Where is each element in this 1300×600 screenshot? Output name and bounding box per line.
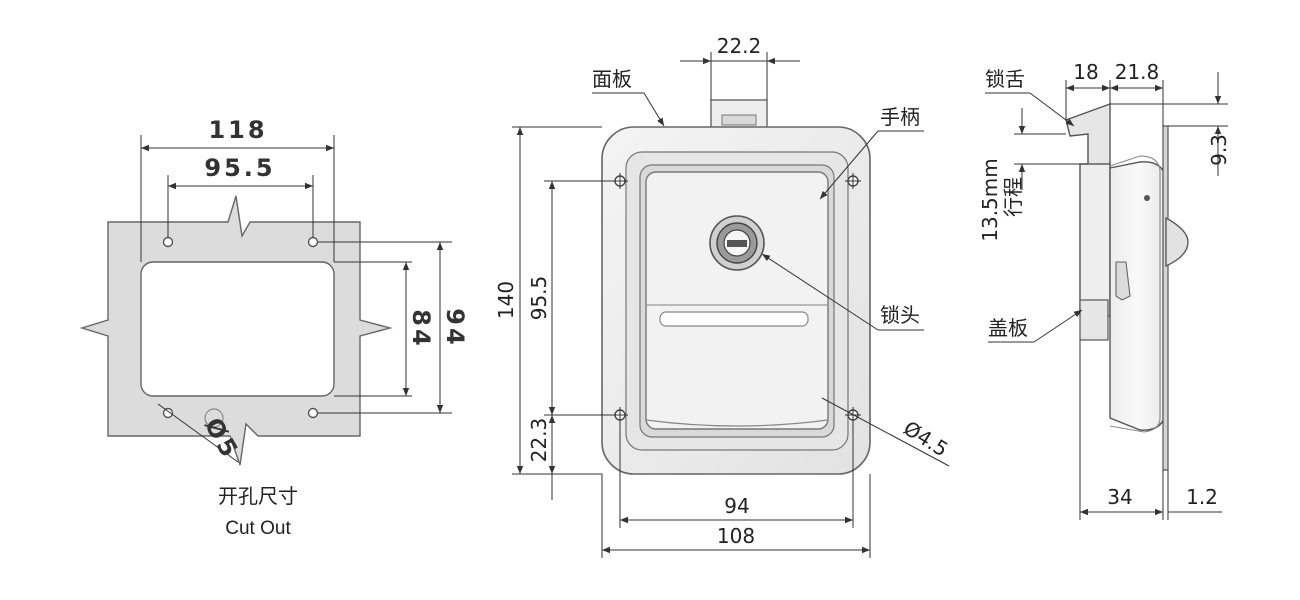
side-dim-21-8-label: 21.8	[1115, 60, 1160, 84]
side-cover-plate	[1079, 163, 1111, 317]
side-dim-9-3-label: 9.3	[1207, 134, 1231, 166]
front-dim-height-holes-label: 95.5	[527, 276, 551, 321]
front-label-handle: 手柄	[880, 105, 920, 129]
front-view: 22.2 面板 手柄 锁头 140 95.5 22.3 Ø4.5	[494, 34, 952, 558]
front-handle	[645, 171, 829, 430]
front-lock-cylinder	[709, 215, 765, 271]
front-dim-bottom-label: 22.3	[527, 418, 551, 463]
cutout-hole-tl	[162, 236, 174, 248]
cutout-hole-br	[307, 407, 319, 419]
side-dim-travel-label: 13.5mm	[978, 158, 1002, 242]
side-label-travel: 行程	[1001, 177, 1025, 217]
side-lock-cylinder	[1165, 216, 1189, 268]
cutout-hole-bl	[162, 407, 174, 419]
cutout-caption-cn: 开孔尺寸	[218, 484, 298, 508]
front-dim-hole-label: Ø4.5	[899, 416, 952, 462]
front-dim-top-label: 22.2	[717, 34, 762, 58]
side-dim-34-label: 34	[1107, 485, 1132, 509]
side-label-cover: 盖板	[988, 316, 1028, 340]
cutout-view: 118 95.5 94 84 Ø5 开孔尺寸 Cut Out	[79, 116, 469, 539]
front-dim-width-total-label: 108	[717, 524, 755, 548]
front-label-lock: 锁头	[880, 303, 920, 327]
cutout-width-outer-label: 118	[208, 116, 267, 144]
front-label-panel: 面板	[592, 67, 632, 91]
cutout-height-inner-label: 84	[407, 309, 435, 348]
side-label-latch: 锁舌	[985, 67, 1025, 91]
cutout-caption-en: Cut Out	[225, 518, 291, 539]
front-dim-width-holes-label: 94	[724, 494, 749, 518]
cutout-width-inner-label: 95.5	[204, 154, 275, 182]
cutout-hole-mark	[204, 408, 224, 428]
cutout-opening	[140, 261, 335, 397]
side-latch-tongue	[1065, 103, 1111, 169]
side-view: 18 21.8 锁舌 9.3 13.5mm 行程 盖板 34 1.2	[978, 60, 1231, 520]
side-dim-18-label: 18	[1073, 60, 1098, 84]
cutout-height-outer-label: 94	[441, 308, 469, 347]
side-dim-1-2-label: 1.2	[1186, 485, 1218, 509]
front-dim-height-total-label: 140	[494, 281, 518, 319]
cutout-hole-tr	[307, 236, 319, 248]
